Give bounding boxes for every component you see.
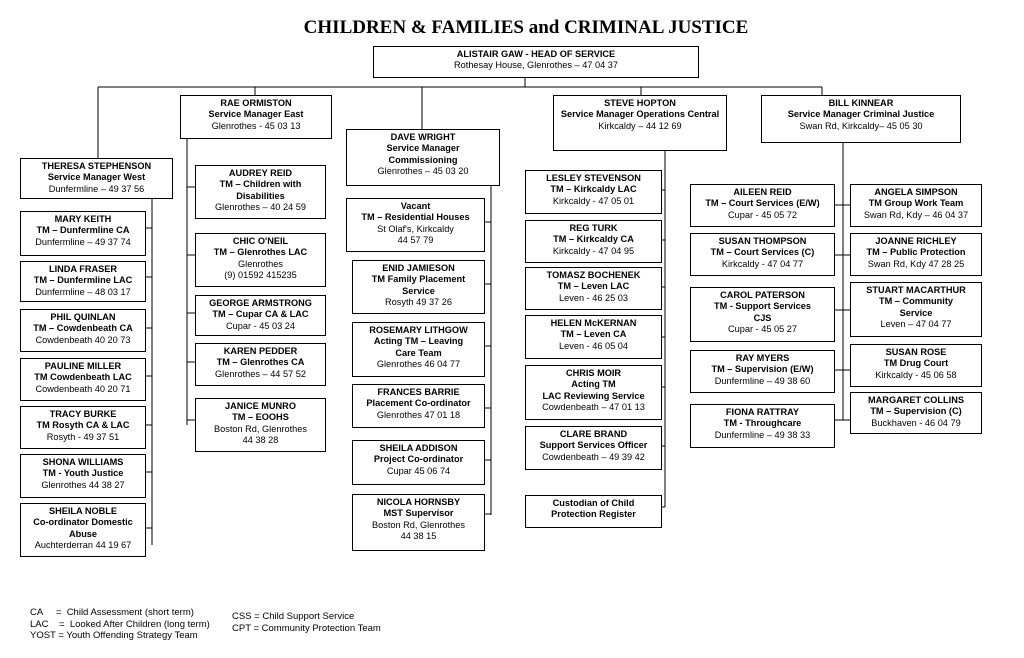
manager-box-rae-ormiston: RAE ORMISTON Service Manager East Glenro… <box>180 95 332 139</box>
manager-box-theresa-stephenson: THERESA STEPHENSON Service Manager West … <box>20 158 173 199</box>
manager-box-steve-hopton: STEVE HOPTON Service Manager Operations … <box>553 95 727 151</box>
chart-title: CHILDREN & FAMILIES and CRIMINAL JUSTICE <box>303 17 749 38</box>
manager-box-bill-kinnear: BILL KINNEAR Service Manager Criminal Ju… <box>761 95 961 143</box>
central-custodian-box: Custodian of Child Protection Register <box>525 495 662 528</box>
legend-abbreviations-2: CSS = Child Support Service CPT = Commun… <box>232 611 381 634</box>
head-location: Rothesay House, Glenrothes – 47 04 37 <box>454 60 618 71</box>
head-name: ALISTAIR GAW - HEAD OF SERVICE <box>456 49 616 59</box>
head-of-service-box: ALISTAIR GAW - HEAD OF SERVICE Rothesay … <box>373 46 699 78</box>
manager-box-dave-wright: DAVE WRIGHT Service Manager Commissionin… <box>346 129 500 186</box>
legend-abbreviations: CA = Child Assessment (short term) LAC =… <box>30 607 210 641</box>
